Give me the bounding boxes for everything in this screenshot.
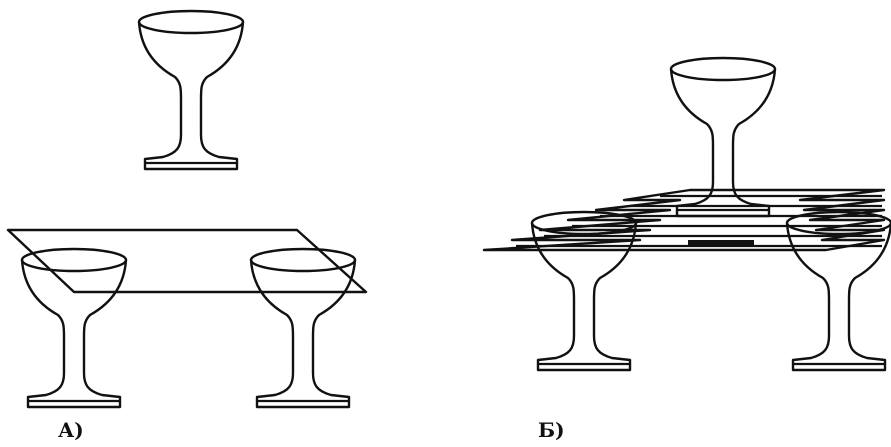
glass-icon <box>249 247 357 409</box>
folded-sheet <box>482 188 886 252</box>
panel-label-a: А) <box>58 418 84 442</box>
glass-icon <box>20 247 128 409</box>
panel-label-b: Б) <box>538 418 565 442</box>
panel-b <box>482 56 891 372</box>
flat-sheet <box>6 228 368 294</box>
panel-a <box>6 9 368 409</box>
glass-icon <box>137 9 245 171</box>
glass-icon <box>669 56 777 218</box>
glass-base-plate <box>688 240 754 246</box>
